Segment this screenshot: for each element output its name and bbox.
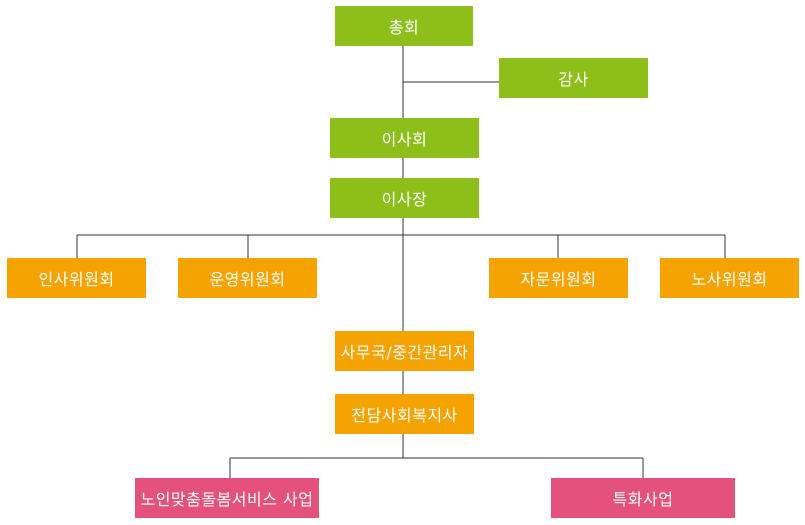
social-worker-box: 전담사회복지사 (335, 394, 474, 434)
secretariat-box: 사무국/중간관리자 (335, 331, 474, 371)
chairman-box: 이사장 (330, 178, 479, 218)
special-program-box: 특화사업 (551, 478, 735, 518)
general-assembly-box: 총회 (335, 6, 473, 46)
personnel-committee-box: 인사위원회 (7, 258, 146, 298)
operations-committee-box: 운영위원회 (178, 258, 317, 298)
elderly-care-program-box: 노인맞춤돌봄서비스 사업 (135, 478, 319, 518)
board-box: 이사회 (330, 118, 479, 158)
advisory-committee-box: 자문위원회 (489, 258, 628, 298)
labor-committee-box: 노사위원회 (660, 258, 799, 298)
auditor-box: 감사 (499, 58, 648, 98)
